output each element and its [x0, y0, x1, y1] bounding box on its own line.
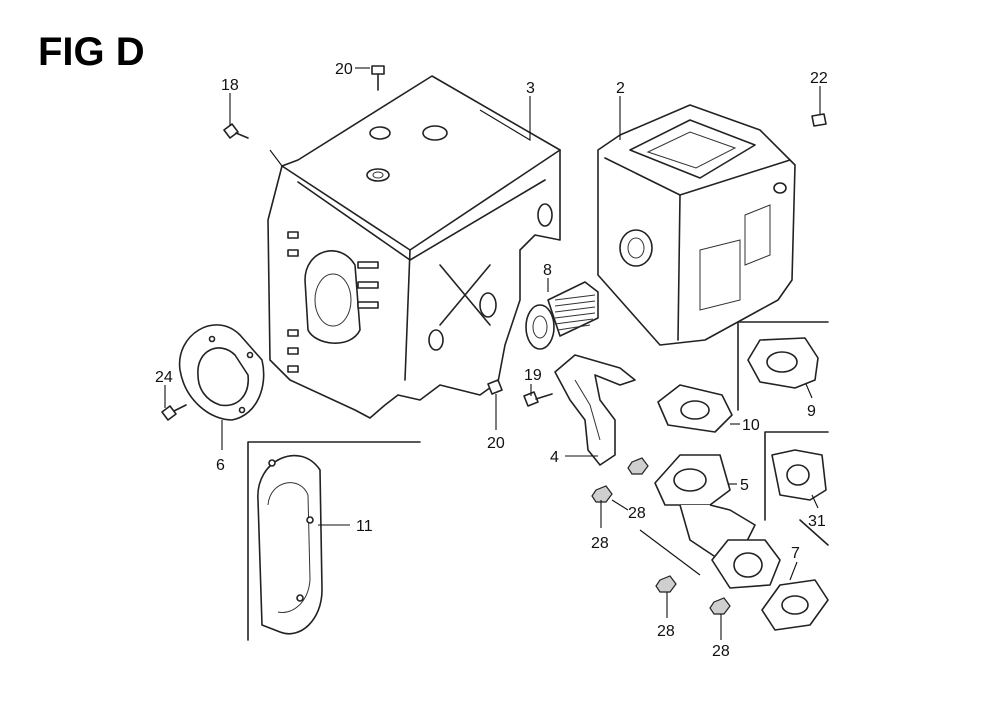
- muffler-body-part: [597, 104, 796, 346]
- callout-3: 3: [526, 80, 535, 97]
- callout-28-b: 28: [591, 535, 609, 552]
- screw-20-lower: [487, 379, 503, 395]
- exhaust-pipe-part: [654, 454, 781, 589]
- nut-28-b: [591, 485, 613, 503]
- callout-9: 9: [807, 403, 816, 420]
- gasket-10-part: [657, 384, 733, 433]
- callout-24: 24: [155, 369, 173, 386]
- nut-28-a: [627, 457, 649, 475]
- callout-20-top: 20: [335, 61, 353, 78]
- callout-labels: 18 20 3 2 22 8 24 6 19 20 4 10 9 5 31 11…: [155, 61, 828, 660]
- callout-8: 8: [543, 262, 552, 279]
- callout-28-c: 28: [657, 623, 675, 640]
- callout-18: 18: [221, 77, 239, 94]
- callout-28-d: 28: [712, 643, 730, 660]
- callout-6: 6: [216, 457, 225, 474]
- bolt-19: [523, 391, 553, 407]
- callout-5: 5: [740, 477, 749, 494]
- callout-11: 11: [356, 518, 373, 535]
- bolt-18: [223, 123, 249, 139]
- muffler-deflector-part: [178, 324, 265, 421]
- callout-7: 7: [791, 545, 800, 562]
- muffler-stay-part: [554, 354, 636, 466]
- callout-10: 10: [742, 417, 760, 434]
- spark-arrester-part: [525, 281, 599, 350]
- callout-2: 2: [616, 80, 625, 97]
- callout-19: 19: [524, 367, 542, 384]
- cover-part-11: [257, 454, 323, 635]
- callout-20-lower: 20: [487, 435, 505, 452]
- screw-20-top: [371, 65, 385, 91]
- callout-22: 22: [810, 70, 828, 87]
- screw-22: [811, 113, 827, 127]
- section-box-lines: [247, 321, 829, 641]
- callout-28-a: 28: [628, 505, 646, 522]
- figure-title: FIG D: [38, 30, 145, 74]
- callout-31: 31: [808, 513, 826, 530]
- gasket-31-part: [771, 449, 827, 501]
- screw-24: [161, 404, 187, 421]
- nut-28-c: [655, 575, 677, 593]
- gasket-7-part: [761, 579, 829, 631]
- gasket-9-part: [747, 337, 819, 389]
- muffler-protector-part: [267, 75, 561, 419]
- leader-lines: [164, 67, 821, 640]
- nut-28-d: [709, 597, 731, 615]
- callout-4: 4: [550, 449, 559, 466]
